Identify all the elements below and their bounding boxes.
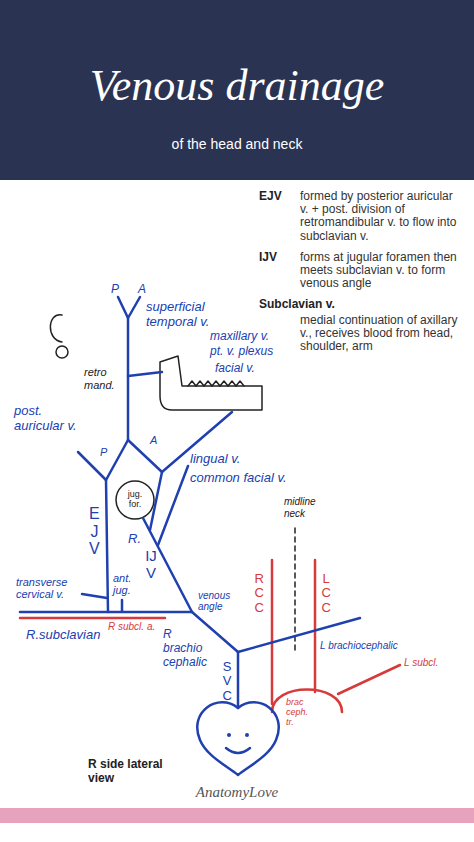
vein-label: superficial temporal v.: [146, 300, 226, 330]
footer-band: [0, 808, 474, 823]
heart-eye: [227, 733, 231, 737]
superior-vena-cava: [237, 652, 240, 708]
vein-label: L brachiocephalic: [320, 640, 398, 652]
artery-label: brac ceph. tr.: [286, 698, 316, 728]
vein-label: R.subclavian: [26, 628, 100, 643]
posterior-division: [106, 440, 128, 480]
common-facial-vein: [150, 472, 162, 530]
superficial-temporal-fork: [118, 297, 140, 318]
heart-smile: [226, 748, 250, 753]
teeth-sketch: [188, 381, 244, 386]
angle-label: venous angle: [198, 590, 238, 612]
skull-sketch: [56, 346, 68, 358]
vein-label: R.: [128, 532, 141, 547]
vein-label: SVC: [222, 660, 232, 703]
title: Venous drainage: [90, 62, 385, 110]
vein-label: retro mand.: [84, 366, 118, 391]
heart-eye: [245, 733, 249, 737]
mandible-sketch: [160, 356, 262, 410]
vein-label: IJV: [145, 548, 157, 581]
note-text: medial continuation of axillary v., rece…: [300, 314, 460, 354]
transverse-cervical-vein: [82, 594, 107, 598]
foramen-label: jug. for.: [122, 490, 148, 510]
signature: AnatomyLove: [196, 784, 278, 801]
artery-label: LCC: [321, 572, 331, 615]
branch-letter: A: [138, 283, 146, 297]
lingual-vein: [158, 466, 188, 545]
artery-label: R subcl. a.: [108, 621, 155, 633]
vein-label: lingual v.: [190, 452, 240, 467]
vein-label: transverse cervical v.: [16, 576, 80, 600]
vein-label: ant. jug.: [113, 572, 139, 596]
vein-label: maxillary v.: [210, 330, 269, 344]
vein-label: EJV: [88, 505, 101, 558]
anterior-jugular-vein: [121, 600, 124, 611]
left-subclavian-artery: [338, 665, 400, 694]
artery-label: RCC: [254, 572, 264, 615]
note-text: forms at jugular foramen then meets subc…: [300, 251, 460, 291]
branch-letter: A: [150, 434, 157, 447]
retromandibular-vein: [127, 318, 130, 440]
subtitle: of the head and neck: [172, 136, 303, 152]
maxillary-vein: [128, 372, 162, 376]
ear-sketch: [50, 315, 62, 342]
vein-label: post. auricular v.: [14, 404, 80, 434]
right-common-carotid: [271, 560, 274, 704]
heart-outline: [197, 702, 278, 775]
subclavian-vein: [20, 611, 192, 614]
vein-label: facial v.: [215, 362, 255, 376]
internal-jugular-vein: [143, 518, 192, 612]
vein-label: common facial v.: [190, 471, 287, 486]
view-caption: R side lateral view: [88, 758, 168, 786]
subclavian-artery: [20, 617, 165, 620]
header-band: [0, 0, 474, 180]
vein-label: R brachio cephalic: [163, 628, 211, 669]
note-heading: Subclavian v.: [259, 298, 335, 312]
left-common-carotid: [314, 560, 317, 692]
note-heading: IJV: [259, 251, 277, 265]
external-jugular-vein: [106, 480, 108, 612]
vein-label: pt. v. plexus: [210, 345, 273, 359]
branch-letter: P: [100, 446, 107, 459]
midline-dashed: [294, 528, 296, 650]
midline-label: midline neck: [284, 496, 324, 519]
branch-letter: P: [111, 283, 119, 297]
jugular-foramen-circle: [116, 481, 154, 519]
note-heading: EJV: [259, 190, 282, 204]
artery-label: L subcl.: [404, 657, 438, 669]
note-text: formed by posterior auricular v. + post.…: [300, 190, 460, 243]
